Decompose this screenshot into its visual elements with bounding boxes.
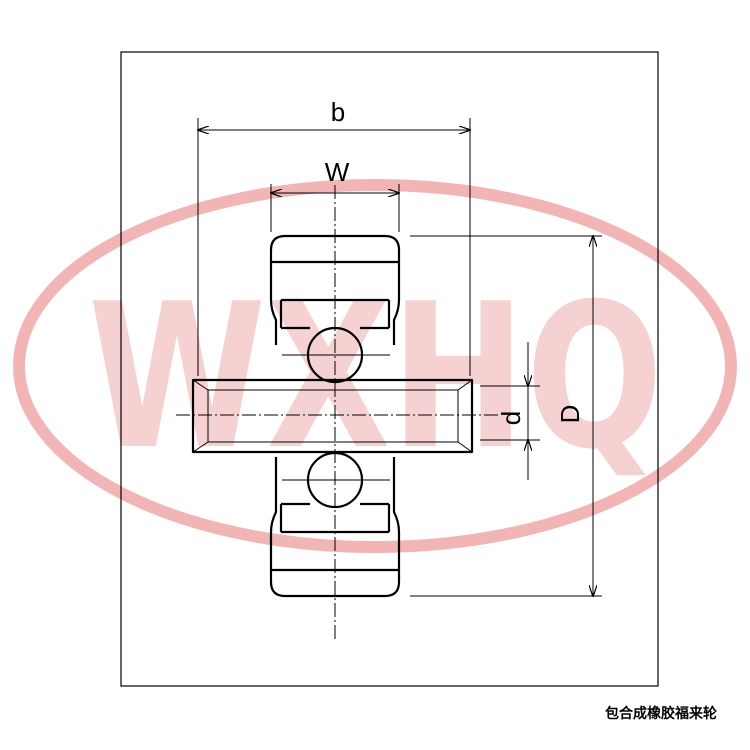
tire-bottom-outline: [269, 532, 401, 598]
tire-top-outline: [269, 234, 401, 300]
axle-chamfer-br: [457, 441, 473, 453]
watermark-ellipse: [13, 179, 737, 553]
flange-bottom-right: [392, 457, 401, 533]
w-label: W: [325, 157, 350, 187]
axle-chamfer-tr: [457, 379, 473, 391]
flange-top-right: [392, 299, 401, 345]
d-bore-label: d: [496, 411, 526, 425]
axle-chamfer-tl: [192, 379, 209, 391]
product-caption: 包合成橡胶福来轮: [605, 705, 717, 722]
flange-top-left: [269, 299, 278, 345]
watermark-letters: WXHQ: [88, 261, 663, 494]
drawing-frame: [120, 51, 659, 687]
axle-inner: [207, 389, 459, 443]
axle-outer: [191, 378, 474, 454]
d-outer-label: D: [555, 405, 585, 424]
flange-bottom-left: [269, 457, 278, 533]
axle-chamfer-bl: [192, 441, 209, 453]
b-label: b: [331, 97, 345, 127]
